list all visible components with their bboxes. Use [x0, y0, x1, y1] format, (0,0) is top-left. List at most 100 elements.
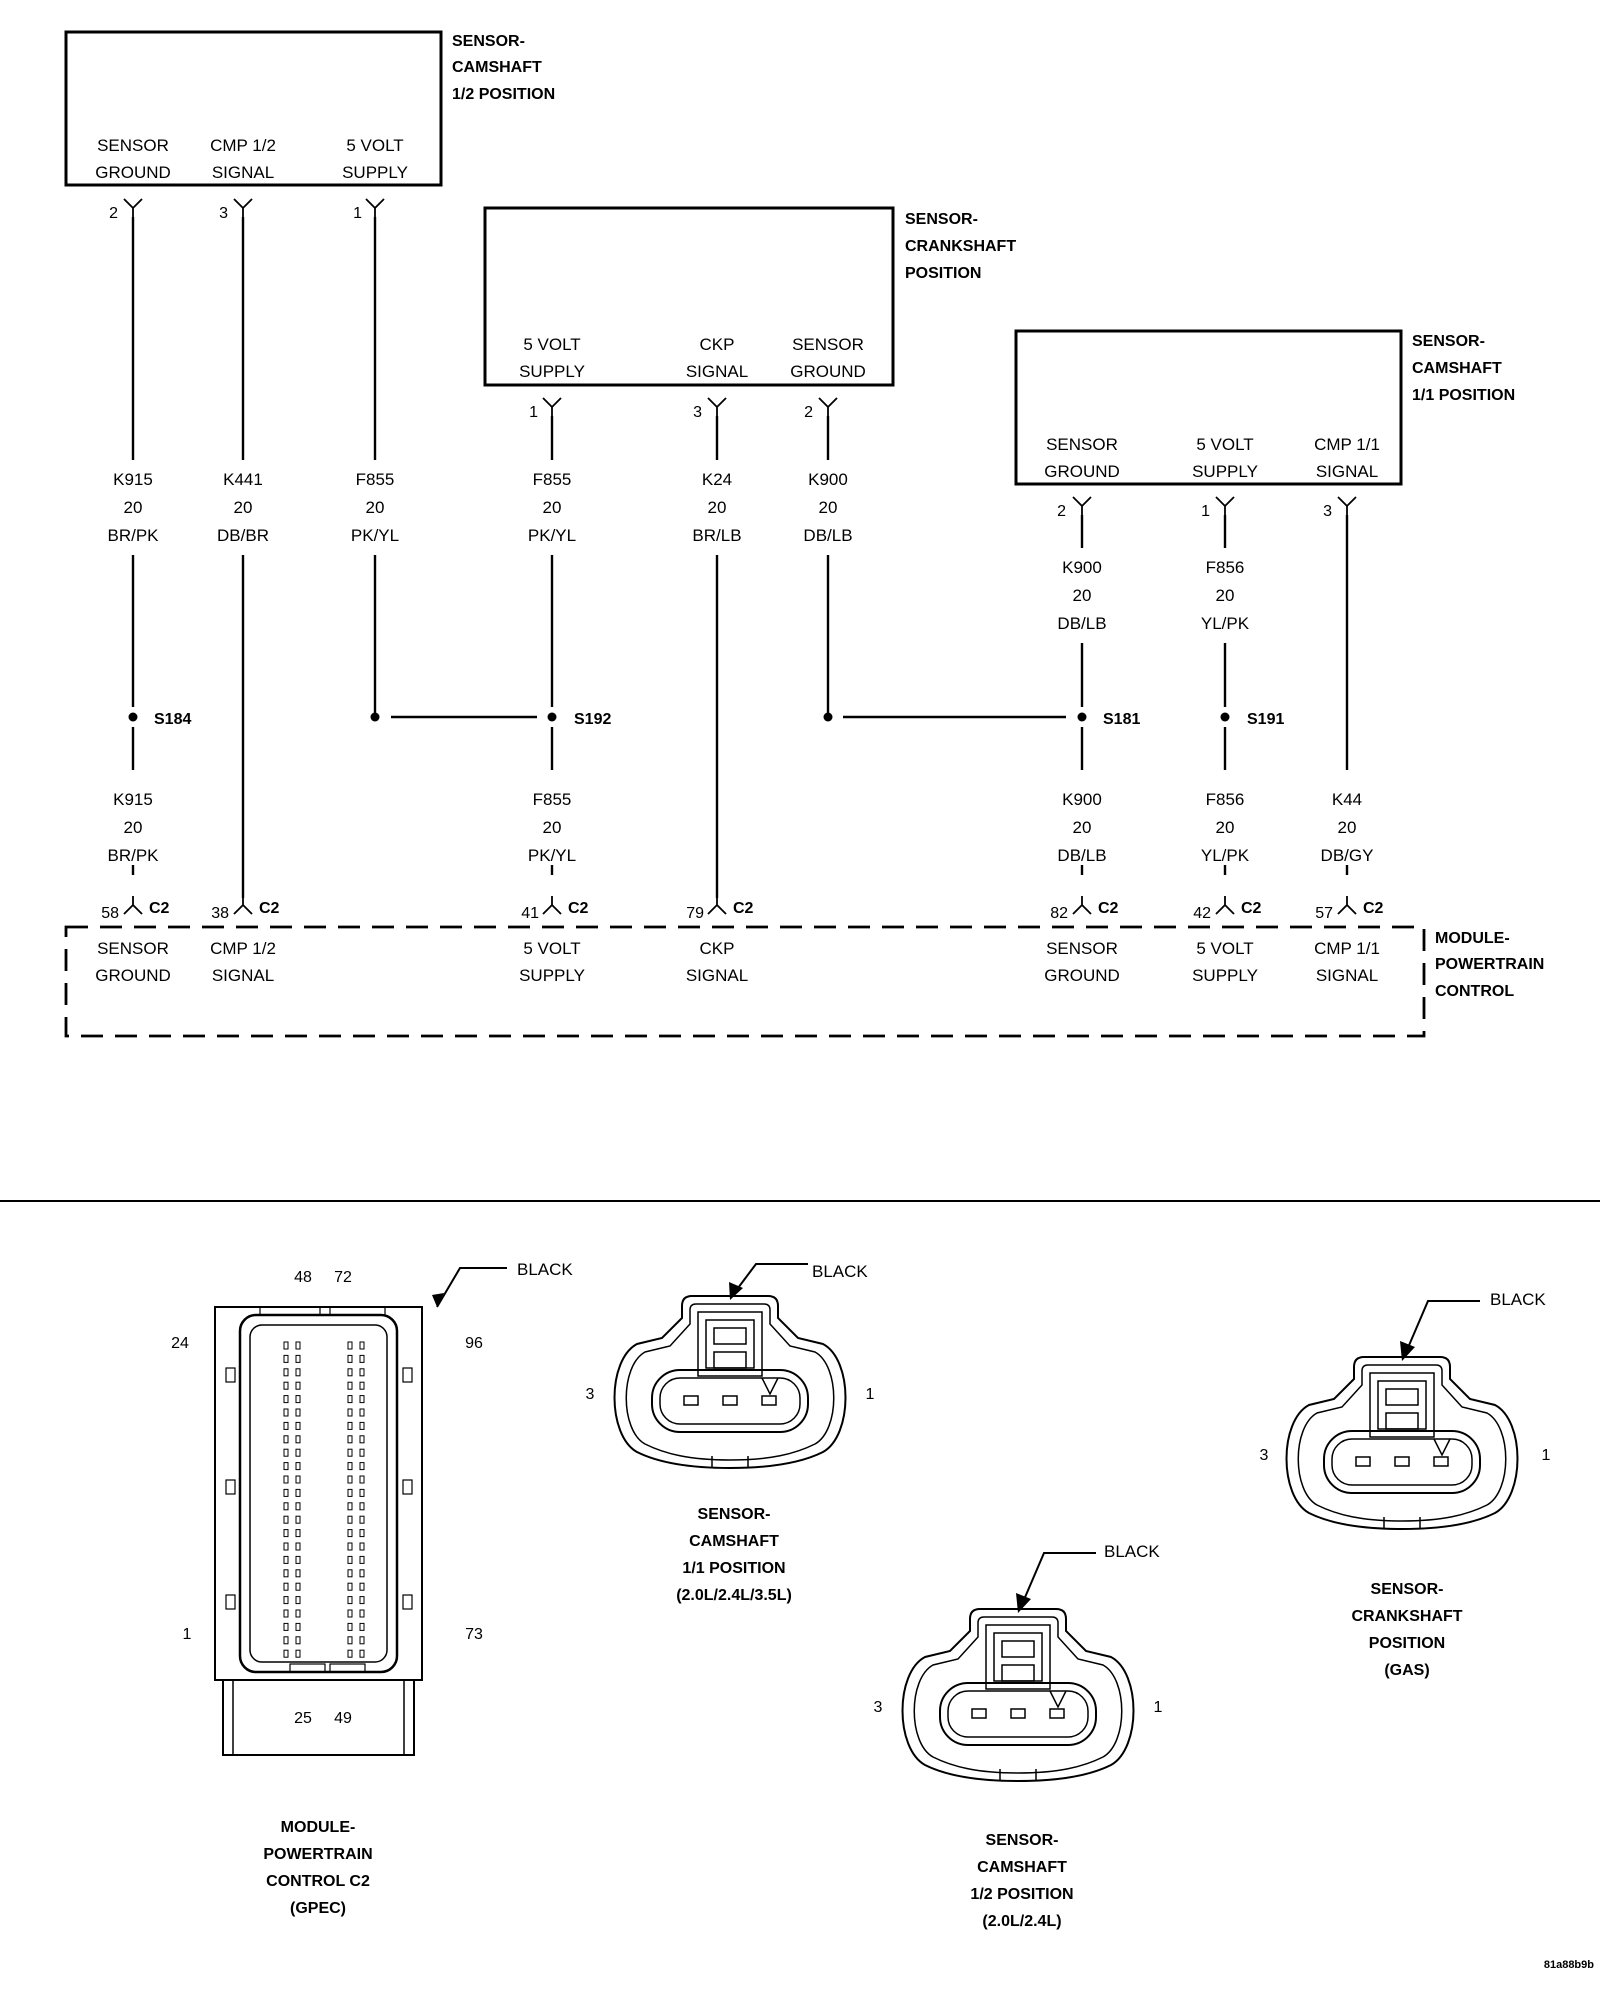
- crank-title-3: POSITION: [905, 265, 981, 282]
- pcm-c2-title: MODULE-: [281, 1819, 356, 1836]
- cam11-conn-pin-3: 3: [586, 1386, 595, 1403]
- cam12-conn-pin-1: 1: [1154, 1699, 1163, 1716]
- cam12-pin-label: SUPPLY: [342, 163, 408, 182]
- sensor-crankshaft-box: SENSOR- CRANKSHAFT POSITION 5 VOLT SUPPL…: [483, 206, 1016, 421]
- wire-label: YL/PK: [1201, 846, 1250, 865]
- cam11-pin-label: CMP 1/1: [1314, 435, 1380, 454]
- wire-label: BR/PK: [107, 846, 159, 865]
- pcm-c2-color: BLACK: [517, 1260, 573, 1279]
- cam12-title-2: CAMSHAFT: [452, 59, 542, 76]
- wire-label: YL/PK: [1201, 614, 1250, 633]
- module-powertrain-control-box: MODULE- POWERTRAIN CONTROL 58 38 41 79 8…: [64, 895, 1544, 1038]
- sensor-camshaft-1-2-box: SENSOR- CAMSHAFT 1/2 POSITION SENSOR GRO…: [64, 30, 555, 222]
- wire-label: K915: [113, 790, 153, 809]
- pcm-pin-label: GROUND: [95, 966, 171, 985]
- pcm-c2-pin-1: 1: [183, 1626, 192, 1643]
- pcm-pin-number: 38: [211, 905, 229, 922]
- wire-label: 20: [124, 498, 143, 517]
- sensor-camshaft-1-1-box: SENSOR- CAMSHAFT 1/1 POSITION SENSOR GRO…: [1014, 329, 1515, 520]
- cam12-pin-label: CMP 1/2: [210, 136, 276, 155]
- crank-pin-label: GROUND: [790, 362, 866, 381]
- pcm-c2-pin-72: 72: [334, 1269, 352, 1286]
- wire-label: BR/PK: [107, 526, 159, 545]
- splice-labels: S184 S192 S181 S191: [154, 711, 1284, 728]
- cam11-pin-number: 1: [1201, 503, 1210, 520]
- crank-pin-number: 2: [804, 404, 813, 421]
- pcm-c2-pin-24: 24: [171, 1335, 189, 1352]
- pcm-connector-label: C2: [733, 900, 754, 917]
- wire-label: K900: [808, 470, 848, 489]
- wire-label: 20: [1073, 818, 1092, 837]
- crank-conn-pin-1: 1: [1542, 1447, 1551, 1464]
- splice-label: S181: [1103, 711, 1140, 728]
- wire-labels-upper: K915 20 BR/PK K441 20 DB/BR F855 20 PK/Y…: [107, 470, 1249, 633]
- cam12-title-3: 1/2 POSITION: [452, 86, 555, 103]
- pcm-pin-number: 82: [1050, 905, 1068, 922]
- wire-label: F856: [1206, 790, 1245, 809]
- cam11-conn-title: SENSOR-: [698, 1506, 771, 1523]
- cam12-pin-label: 5 VOLT: [346, 136, 403, 155]
- camshaft-1-2-connector-view: 3 1 BLACK SENSOR- CAMSHAFT 1/2 POSITION …: [874, 1542, 1163, 1930]
- pcm-connector-label: C2: [149, 900, 170, 917]
- pcm-pin-label: CMP 1/1: [1314, 939, 1380, 958]
- pcm-pin-label: SUPPLY: [519, 966, 585, 985]
- pcm-pin-label: GROUND: [1044, 966, 1120, 985]
- pcm-connector-label: C2: [259, 900, 280, 917]
- cam12-conn-title: CAMSHAFT: [977, 1859, 1067, 1876]
- wire-label: K441: [223, 470, 263, 489]
- wire-label: 20: [1216, 818, 1235, 837]
- cam12-pin-label: SENSOR: [97, 136, 169, 155]
- pcm-title-1: MODULE-: [1435, 930, 1510, 947]
- cam12-conn-title: (2.0L/2.4L): [982, 1913, 1061, 1930]
- pcm-c2-pin-25: 25: [294, 1710, 312, 1727]
- pcm-connector-label: C2: [1098, 900, 1119, 917]
- wire-label: 20: [543, 818, 562, 837]
- wire-label: F856: [1206, 558, 1245, 577]
- wire-label: F855: [356, 470, 395, 489]
- wire-label: BR/LB: [692, 526, 741, 545]
- pcm-pin-label: SIGNAL: [1316, 966, 1378, 985]
- wire-label: PK/YL: [528, 526, 576, 545]
- pcm-pin-label: SUPPLY: [1192, 966, 1258, 985]
- cam12-pin-label: SIGNAL: [212, 163, 274, 182]
- crank-pin-label: 5 VOLT: [523, 335, 580, 354]
- pcm-pin-number: 79: [686, 905, 704, 922]
- wire-label: F855: [533, 470, 572, 489]
- cam11-conn-color: BLACK: [812, 1262, 868, 1281]
- cam11-conn-pin-1: 1: [866, 1386, 875, 1403]
- crank-pin-number: 1: [529, 404, 538, 421]
- wire-label: DB/BR: [217, 526, 269, 545]
- splice-label: S184: [154, 711, 191, 728]
- pcm-c2-title: CONTROL C2: [266, 1873, 370, 1890]
- cam12-pin-number: 2: [109, 205, 118, 222]
- wire-label: F855: [533, 790, 572, 809]
- cam11-pin-number: 2: [1057, 503, 1066, 520]
- pcm-connector-label: C2: [1241, 900, 1262, 917]
- crank-conn-title: SENSOR-: [1371, 1581, 1444, 1598]
- wire-label: PK/YL: [351, 526, 399, 545]
- crank-pin-label: SUPPLY: [519, 362, 585, 381]
- splice-label: S192: [574, 711, 611, 728]
- wires: [128, 217, 1349, 898]
- wire-label: 20: [1216, 586, 1235, 605]
- pcm-c2-pin-73: 73: [465, 1626, 483, 1643]
- pcm-title-3: CONTROL: [1435, 983, 1514, 1000]
- cam12-pin-label: GROUND: [95, 163, 171, 182]
- cam11-conn-title: CAMSHAFT: [689, 1533, 779, 1550]
- wire-label: DB/LB: [1057, 846, 1106, 865]
- crankshaft-connector-view: 3 1 BLACK SENSOR- CRANKSHAFT POSITION (G…: [1260, 1290, 1551, 1679]
- cam11-conn-title: 1/1 POSITION: [682, 1560, 785, 1577]
- pcm-pin-label: CKP: [700, 939, 735, 958]
- cam12-conn-color: BLACK: [1104, 1542, 1160, 1561]
- pcm-pin-label: SENSOR: [1046, 939, 1118, 958]
- wire-label: K900: [1062, 790, 1102, 809]
- pcm-pin-label: 5 VOLT: [1196, 939, 1253, 958]
- crank-pin-number: 3: [693, 404, 702, 421]
- wire-label: DB/LB: [803, 526, 852, 545]
- wire-label: 20: [366, 498, 385, 517]
- crank-conn-title: (GAS): [1384, 1662, 1429, 1679]
- pcm-pin-number: 57: [1315, 905, 1333, 922]
- splice-label: S191: [1247, 711, 1284, 728]
- cam11-pin-label: 5 VOLT: [1196, 435, 1253, 454]
- wire-label: K24: [702, 470, 732, 489]
